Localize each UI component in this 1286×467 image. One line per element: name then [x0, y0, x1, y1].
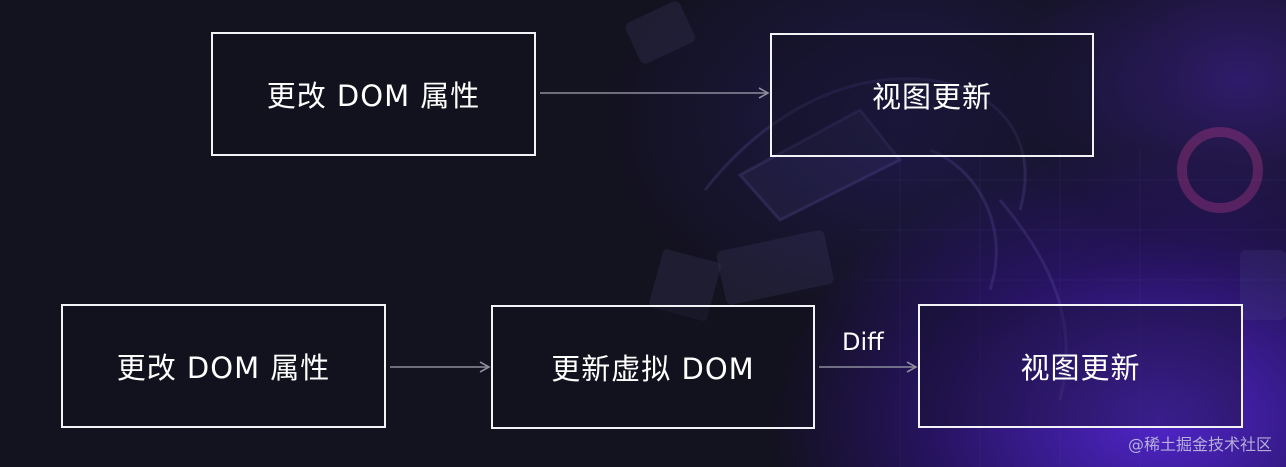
diff-edge-label: Diff	[842, 328, 884, 356]
direct-target-node: 视图更新	[770, 33, 1094, 157]
virtual-source-label: 更改 DOM 属性	[116, 351, 331, 385]
virtual-target-label: 视图更新	[1020, 351, 1141, 385]
direct-target-label: 视图更新	[871, 80, 992, 114]
virtual-dom-label: 更新虚拟 DOM	[551, 352, 755, 386]
virtual-target-node: 视图更新	[918, 304, 1243, 428]
virtual-dom-node: 更新虚拟 DOM	[491, 305, 815, 429]
direct-source-node: 更改 DOM 属性	[211, 32, 536, 156]
watermark: @稀土掘金技术社区	[1127, 435, 1272, 454]
virtual-source-node: 更改 DOM 属性	[61, 304, 386, 428]
direct-source-label: 更改 DOM 属性	[266, 79, 481, 113]
